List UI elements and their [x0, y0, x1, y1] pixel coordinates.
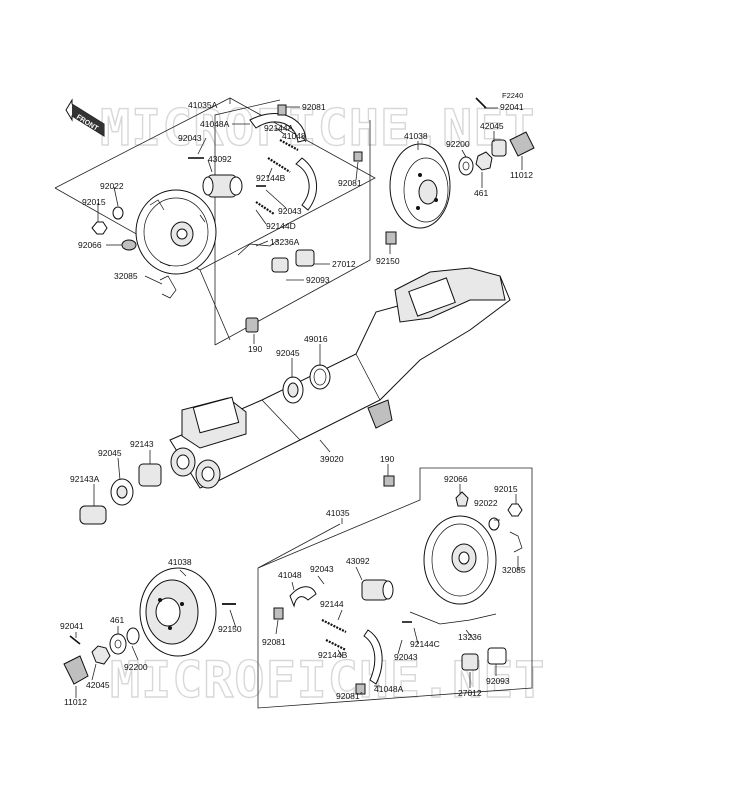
front-arrow-icon: FRONT [65, 98, 105, 137]
label-92093-top: 92093 [306, 275, 330, 285]
label-92041-bottom: 92041 [60, 621, 84, 631]
bearings-left [79, 463, 162, 525]
hub-parts-bottom [63, 627, 140, 685]
label-41038-bottom: 41038 [168, 557, 192, 567]
label-42045-top: 42045 [480, 121, 504, 131]
brake-shoes-top [249, 104, 363, 215]
label-43092-top: 43092 [208, 154, 232, 164]
label-32085-top: 32085 [114, 271, 138, 281]
label-461-top: 461 [474, 188, 488, 198]
bottom-brake-box [257, 467, 533, 709]
label-92081-top: 92081 [302, 102, 326, 112]
label-92015-bottom: 92015 [494, 484, 518, 494]
label-11012-top: 11012 [510, 170, 533, 180]
label-27012-top: 27012 [332, 259, 356, 269]
label-92144d: 92144D [266, 221, 296, 231]
label-92015-top: 92015 [82, 197, 106, 207]
label-41048-top: 41048 [282, 131, 306, 141]
bearings-mid [282, 364, 331, 404]
top-brake-box [54, 97, 376, 346]
label-92200-bottom: 92200 [124, 662, 148, 672]
label-92022-bottom: 92022 [474, 498, 498, 508]
backing-plate-bottom [423, 515, 497, 605]
small-parts-top [91, 157, 315, 333]
label-92143: 92143 [130, 439, 154, 449]
label-92150-top: 92150 [376, 256, 400, 266]
label-92144c: 92144C [410, 639, 440, 649]
leader-lines [75, 98, 523, 698]
label-43092-bottom: 43092 [346, 556, 370, 566]
label-190-bottom: 190 [380, 454, 394, 464]
label-32085-bottom: 32085 [502, 565, 526, 575]
label-41035a: 41035A [188, 100, 218, 110]
label-42045-bottom: 42045 [86, 680, 110, 690]
brake-drum-top [385, 143, 451, 245]
label-92144a: 92144A [264, 123, 294, 133]
label-49016: 49016 [304, 334, 328, 344]
label-190-top: 190 [248, 344, 262, 354]
label-92150-bottom: 92150 [218, 624, 242, 634]
label-13236: 13236 [458, 632, 482, 642]
label-39020: 39020 [320, 454, 344, 464]
label-92144b-top: 92144B [256, 173, 286, 183]
label-92066-top: 92066 [78, 240, 102, 250]
label-92081-top2: 92081 [338, 178, 362, 188]
label-11012-bottom: 11012 [64, 697, 87, 707]
label-92041-top: 92041 [500, 102, 524, 112]
backing-plate-top [135, 189, 217, 275]
label-41038-top: 41038 [404, 131, 428, 141]
label-92081-bottom2: 92081 [336, 691, 360, 701]
part-labels: 41035A 92081 41048A 92144A 92043 41048 4… [60, 100, 533, 707]
brake-drum-bottom [139, 567, 236, 657]
label-92081-bottom1: 92081 [262, 637, 286, 647]
label-41048a-top: 41048A [200, 119, 230, 129]
figure-code: F2240 [502, 91, 523, 100]
label-13236a: 13236A [270, 237, 300, 247]
label-27012-bottom: 27012 [458, 688, 482, 698]
wheel-cylinder-top [202, 174, 243, 198]
axle-housing [169, 267, 511, 489]
label-92043-top1: 92043 [178, 133, 202, 143]
label-92045-mid: 92045 [276, 348, 300, 358]
label-92043-top2: 92043 [278, 206, 302, 216]
label-92144: 92144 [320, 599, 344, 609]
label-92144b-bottom: 92144B [318, 650, 348, 660]
label-92045-left: 92045 [98, 448, 122, 458]
label-41048-bottom: 41048 [278, 570, 302, 580]
label-92043-bottom1: 92043 [310, 564, 334, 574]
label-461-bottom: 461 [110, 615, 124, 625]
label-41048a-bottom: 41048A [374, 684, 404, 694]
label-92022-top: 92022 [100, 181, 124, 191]
label-92093-bottom: 92093 [486, 676, 510, 686]
small-parts-bottom [383, 475, 523, 671]
label-92066-bottom: 92066 [444, 474, 468, 484]
label-92143a: 92143A [70, 474, 100, 484]
wheel-cylinder-bottom [361, 579, 394, 601]
label-41035: 41035 [326, 508, 350, 518]
label-92200-top: 92200 [446, 139, 470, 149]
brake-shoes-bottom [273, 586, 497, 695]
hub-parts-top [458, 97, 535, 176]
label-92043-bottom2: 92043 [394, 652, 418, 662]
